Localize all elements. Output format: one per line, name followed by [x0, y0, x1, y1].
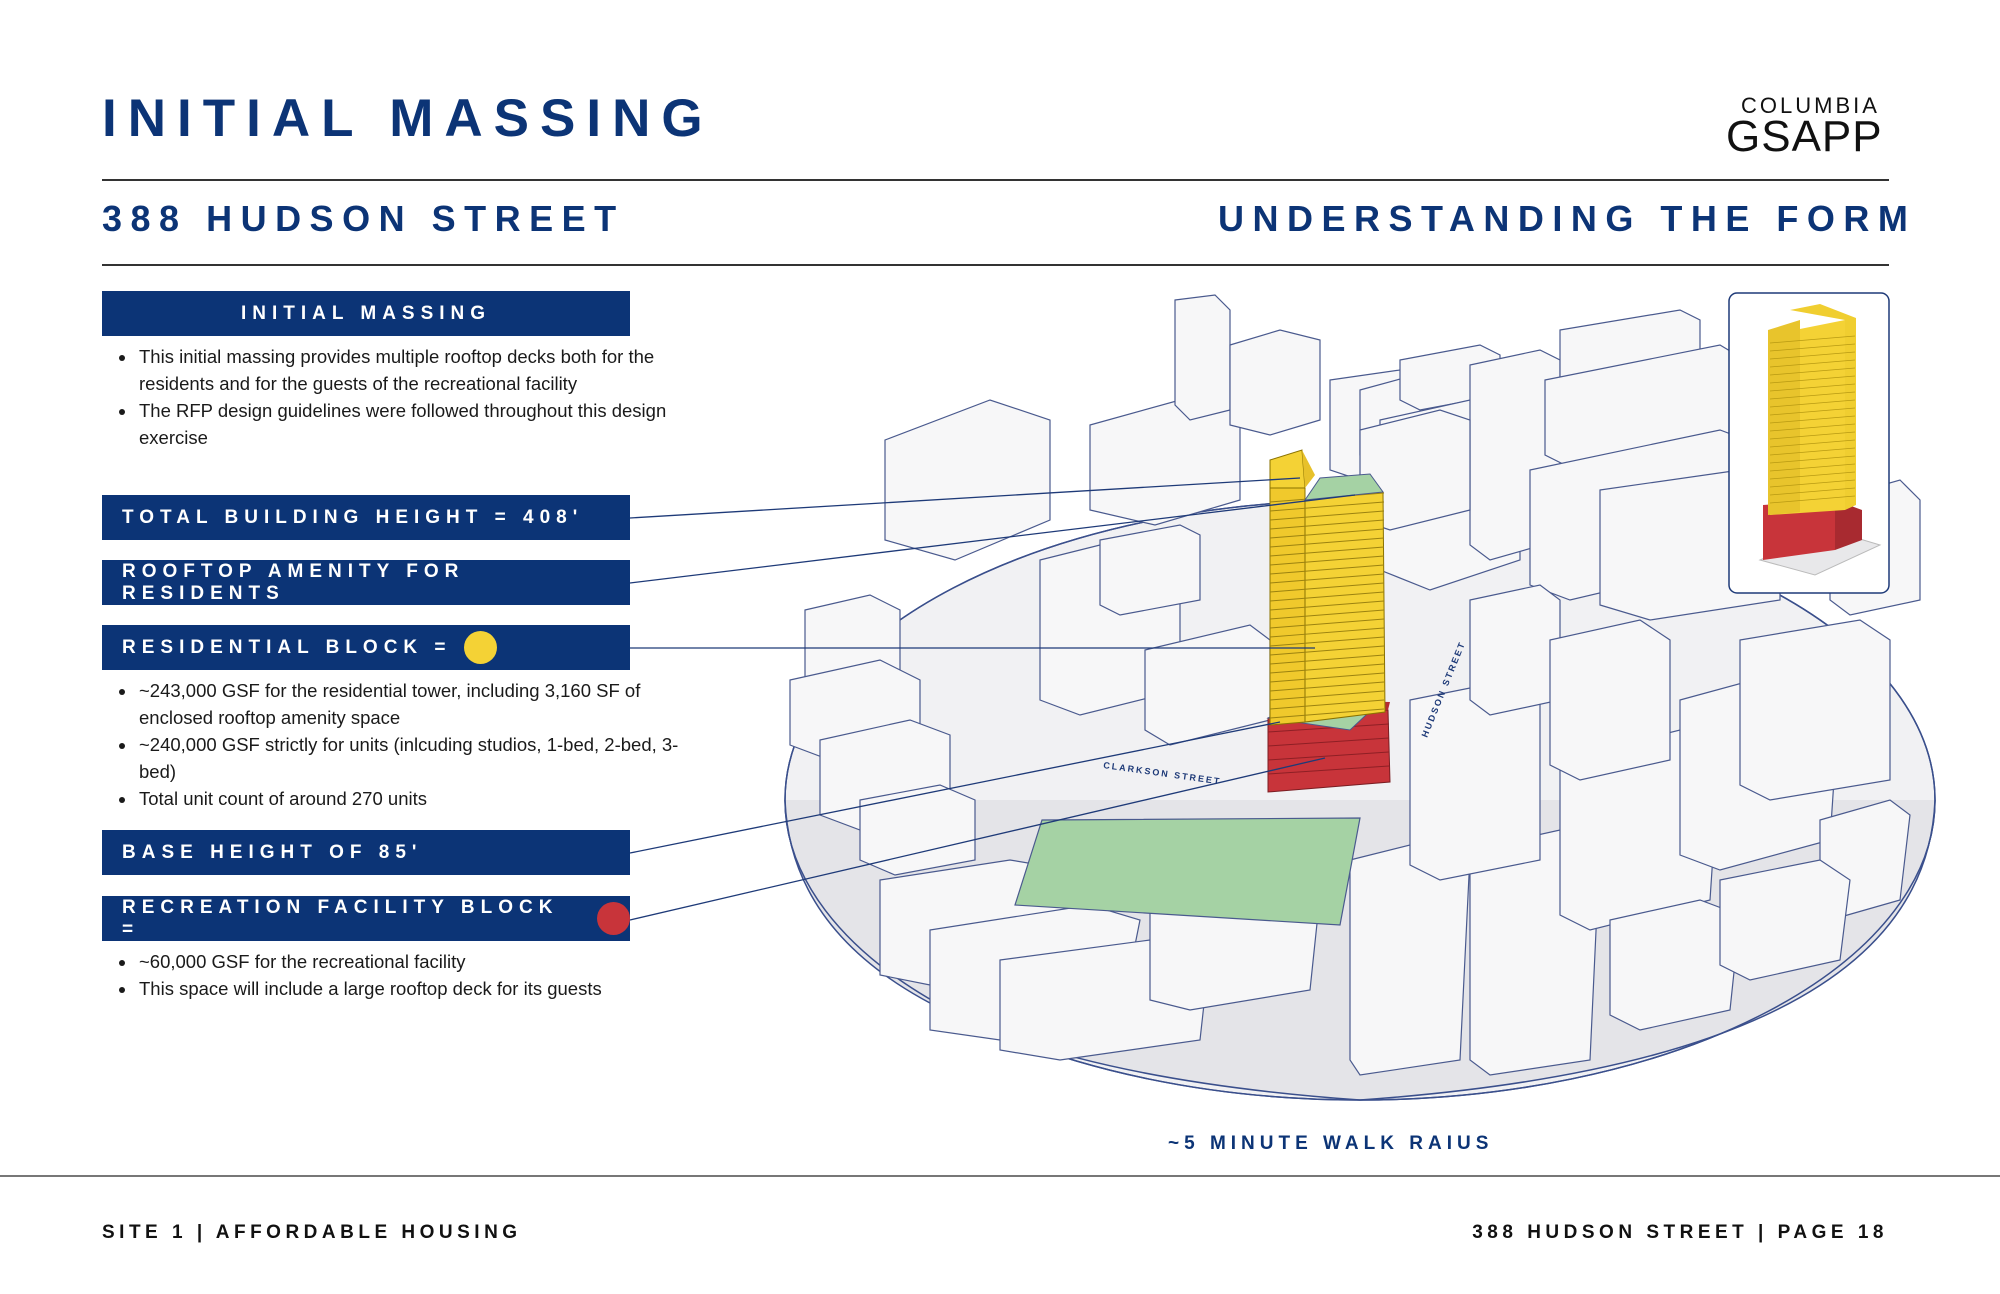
- floor-line: [1269, 564, 1385, 575]
- logo-gsapp: GSAPP: [1726, 112, 1883, 161]
- floor-line: [1269, 636, 1385, 647]
- logo-columbia: COLUMBIA: [1741, 93, 1880, 118]
- floor-line: [1269, 645, 1385, 656]
- subtitle-address: 388 HUDSON STREET: [102, 198, 625, 239]
- floor-line: [1769, 455, 1856, 464]
- header-divider: [102, 179, 1889, 181]
- residential-tower: [1269, 449, 1386, 726]
- floor-line: [1769, 439, 1856, 448]
- yellow-legend-dot: [463, 631, 497, 664]
- floor-line: [1769, 343, 1856, 352]
- floor-line: [1269, 546, 1385, 557]
- label-base-height: BASE HEIGHT OF 85': [102, 830, 630, 875]
- floor-line: [1269, 708, 1385, 719]
- floor-line: [1269, 690, 1385, 701]
- floor-line: [1269, 627, 1385, 638]
- list-item: ~243,000 GSF for the residential tower, …: [137, 677, 682, 731]
- floor-line: [1269, 618, 1385, 629]
- floor-line: [1269, 609, 1385, 620]
- park: [1014, 817, 1361, 926]
- map-caption: ~5 MINUTE WALK RAIUS: [1168, 1133, 1494, 1154]
- floor-line: [1769, 463, 1856, 472]
- residential-bullet-list: ~243,000 GSF for the residential tower, …: [102, 677, 682, 812]
- label-recreation-facility-block: RECREATION FACILITY BLOCK =: [102, 896, 630, 941]
- footer-divider: [0, 1175, 2000, 1177]
- floor-line: [1769, 471, 1856, 480]
- list-item: The RFP design guidelines were followed …: [137, 397, 682, 451]
- floor-line: [1769, 399, 1856, 408]
- floor-line: [1769, 335, 1856, 344]
- floor-line: [1269, 654, 1385, 665]
- section-heading-initial-massing: INITIAL MASSING: [102, 291, 630, 336]
- list-item: This initial massing provides multiple r…: [137, 343, 682, 397]
- building: [884, 399, 1051, 561]
- floor-line: [1269, 582, 1385, 593]
- floor-line: [1769, 359, 1856, 368]
- floor-line: [1769, 367, 1856, 376]
- section-heading-text: INITIAL MASSING: [240, 302, 492, 324]
- subtitle-section: UNDERSTANDING THE FORM: [1218, 198, 1917, 239]
- list-item: ~240,000 GSF strictly for units (inlcudi…: [137, 731, 682, 785]
- floor-line: [1269, 699, 1385, 710]
- floor-line: [1769, 407, 1856, 416]
- label-text: RESIDENTIAL BLOCK =: [122, 636, 452, 658]
- floor-line: [1269, 501, 1385, 512]
- label-total-building-height: TOTAL BUILDING HEIGHT = 408': [102, 495, 630, 540]
- floor-line: [1769, 383, 1856, 392]
- list-item: This space will include a large rooftop …: [137, 975, 682, 1002]
- label-rooftop-amenity: ROOFTOP AMENITY FOR RESIDENTS: [102, 560, 630, 605]
- floor-line: [1769, 423, 1856, 432]
- floor-line: [1269, 528, 1385, 539]
- floor-line: [1269, 519, 1385, 530]
- label-text: BASE HEIGHT OF 85': [122, 841, 423, 863]
- footer-right: 388 HUDSON STREET | PAGE 18: [1472, 1222, 1888, 1243]
- page-title: INITIAL MASSING: [102, 89, 714, 148]
- floor-line: [1269, 681, 1385, 692]
- floor-line: [1769, 431, 1856, 440]
- floor-line: [1769, 495, 1856, 504]
- floor-line: [1269, 537, 1385, 548]
- floor-line: [1769, 479, 1856, 488]
- leader-lines: [629, 477, 1356, 921]
- subheader-divider: [102, 264, 1889, 266]
- red-legend-dot: [597, 902, 630, 935]
- floor-line: [1269, 510, 1385, 521]
- intro-bullet-list: This initial massing provides multiple r…: [102, 343, 682, 451]
- footer-left: SITE 1 | AFFORDABLE HOUSING: [102, 1222, 522, 1243]
- floor-line: [1269, 573, 1385, 584]
- floor-line: [1269, 555, 1385, 566]
- tower-rooftop-amenity: [1303, 473, 1384, 501]
- floor-line: [1269, 600, 1385, 611]
- floor-line: [1769, 351, 1856, 360]
- label-text: RECREATION FACILITY BLOCK =: [122, 896, 559, 940]
- floor-line: [1769, 391, 1856, 400]
- list-item: Total unit count of around 270 units: [137, 785, 682, 812]
- recreation-bullet-list: ~60,000 GSF for the recreational facilit…: [102, 948, 682, 1002]
- floor-line: [1769, 447, 1856, 456]
- floor-line: [1769, 487, 1856, 496]
- floor-line: [1769, 415, 1856, 424]
- label-residential-block: RESIDENTIAL BLOCK =: [102, 625, 630, 670]
- label-text: ROOFTOP AMENITY FOR RESIDENTS: [122, 560, 465, 604]
- floor-line: [1769, 375, 1856, 384]
- floor-line: [1269, 672, 1385, 683]
- list-item: ~60,000 GSF for the recreational facilit…: [137, 948, 682, 975]
- floor-line: [1269, 591, 1385, 602]
- label-text: TOTAL BUILDING HEIGHT = 408': [122, 506, 584, 528]
- floor-line: [1269, 663, 1385, 674]
